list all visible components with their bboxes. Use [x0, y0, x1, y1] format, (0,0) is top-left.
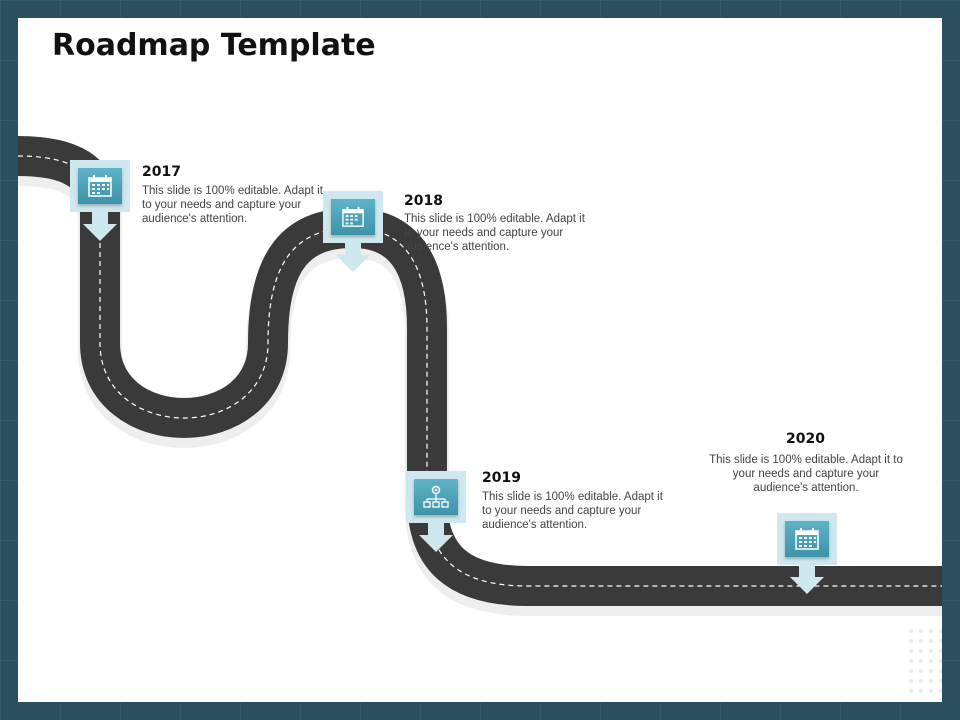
calendar-icon	[78, 168, 122, 204]
network-icon	[414, 479, 458, 515]
milestone-description: This slide is 100% editable. Adapt it to…	[482, 490, 670, 532]
icon-frame	[406, 471, 466, 523]
icon-frame	[70, 160, 130, 212]
milestone-description: This slide is 100% editable. Adapt it to…	[708, 453, 904, 495]
arrow-down-icon	[790, 577, 824, 594]
slide: Roadmap Template 2017 This slide is 100%…	[18, 18, 942, 702]
milestone-year: 2018	[404, 193, 443, 209]
icon-frame	[777, 513, 837, 565]
arrow-stem	[799, 565, 815, 577]
decorative-dots	[906, 626, 942, 698]
arrow-stem	[428, 523, 444, 535]
arrow-down-icon	[83, 224, 117, 241]
arrow-stem	[92, 212, 108, 224]
milestone-description: This slide is 100% editable. Adapt it to…	[142, 184, 330, 226]
milestone-year: 2020	[786, 431, 825, 447]
arrow-stem	[345, 243, 361, 255]
arrow-down-icon	[336, 255, 370, 272]
calendar-icon	[331, 199, 375, 235]
arrow-down-icon	[419, 535, 453, 552]
calendar-icon	[785, 521, 829, 557]
milestone-year: 2017	[142, 164, 181, 180]
milestone-year: 2019	[482, 470, 521, 486]
icon-frame	[323, 191, 383, 243]
road-graphic	[18, 18, 942, 702]
milestone-description: This slide is 100% editable. Adapt it to…	[404, 212, 592, 254]
